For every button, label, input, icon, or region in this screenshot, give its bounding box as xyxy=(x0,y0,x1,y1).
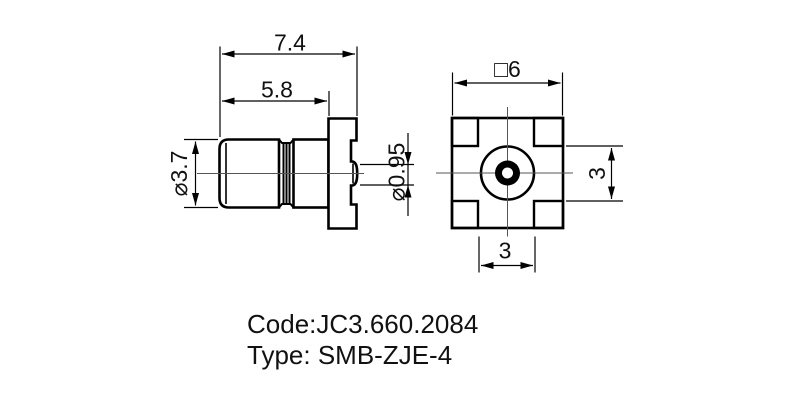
part-code-text: Code:JC3.660.2084 xyxy=(247,309,478,339)
dimension-flange-width: □6 xyxy=(451,56,564,116)
dimension-value: □6 xyxy=(494,56,521,82)
dimension-value: ⌀3.7 xyxy=(166,151,192,197)
dimension-pin-diameter: ⌀0.95 xyxy=(360,133,414,216)
dimension-center-height: 3 xyxy=(566,145,623,202)
corner-post-top-left xyxy=(450,116,480,148)
front-view: □6 3 3 xyxy=(436,56,623,273)
part-identification: Code:JC3.660.2084 Type: SMB-ZJE-4 xyxy=(247,309,478,370)
center-contact-hole xyxy=(502,167,513,179)
dimension-center-width: 3 xyxy=(478,236,536,273)
corner-post-bottom-right xyxy=(532,199,565,230)
part-type-text: Type: SMB-ZJE-4 xyxy=(247,340,452,370)
dimension-overall-length: 7.4 xyxy=(219,30,358,137)
dimension-body-diameter: ⌀3.7 xyxy=(166,138,218,209)
dimension-value: ⌀0.95 xyxy=(384,143,410,202)
corner-post-bottom-left xyxy=(450,199,480,230)
dimension-value: 3 xyxy=(499,238,512,264)
corner-post-top-right xyxy=(532,116,565,148)
dimension-value: 5.8 xyxy=(261,77,293,103)
dimension-value: 3 xyxy=(584,167,610,180)
dimension-value: 7.4 xyxy=(274,30,306,56)
side-view: 7.4 5.8 ⌀3.7 ⌀0.95 xyxy=(166,30,414,230)
dimension-body-length: 5.8 xyxy=(222,77,330,116)
